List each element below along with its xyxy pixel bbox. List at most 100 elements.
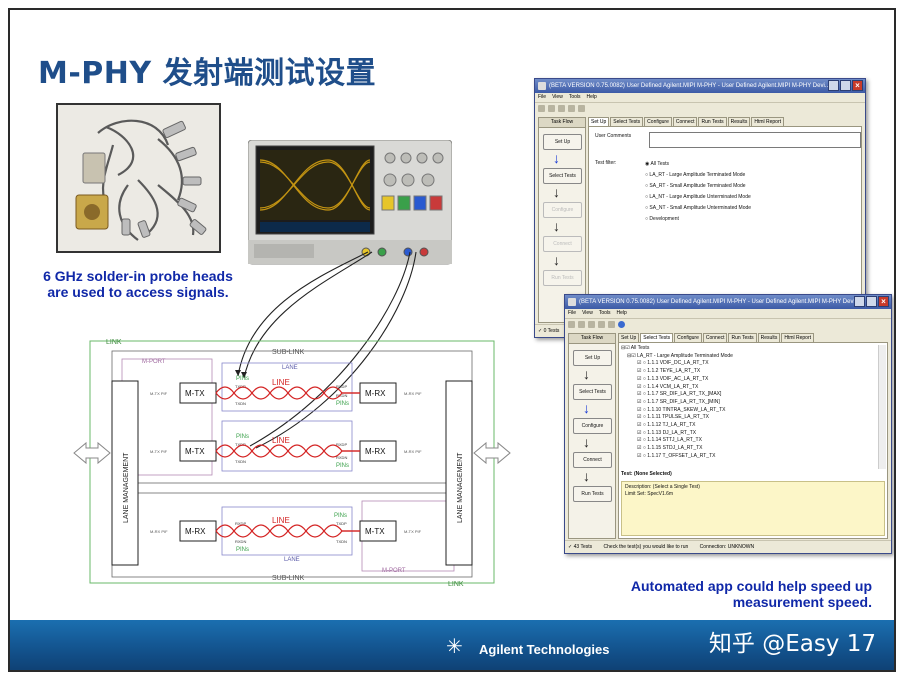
- maximize-icon[interactable]: [840, 80, 851, 91]
- slide-frame: M-PHY 发射端测试设置 6 GHz solder-in probe head…: [8, 8, 896, 672]
- help-icon[interactable]: [618, 321, 625, 328]
- task-setup-button[interactable]: Set Up: [573, 350, 612, 366]
- minimize-icon[interactable]: [828, 80, 839, 91]
- test-item[interactable]: ☑ ○ 1.1.11 TPULSE_LA_RT_TX: [621, 414, 877, 422]
- filter-development[interactable]: ○ Development: [645, 214, 751, 225]
- window-titlebar[interactable]: (BETA VERSION 0.75.0082) User Defined Ag…: [535, 79, 865, 93]
- checkbox-checked-icon[interactable]: ☑ ○: [637, 391, 648, 398]
- test-item[interactable]: ☑ ○ 1.1.7 SR_DIF_LA_RT_TX_[MAX]: [621, 391, 877, 399]
- task-select-tests-button[interactable]: Select Tests: [543, 168, 582, 184]
- task-run-tests-button[interactable]: Run Tests: [573, 486, 612, 502]
- task-flow-pane: Task Flow Set Up ↓ Select Tests ↓ Config…: [538, 117, 586, 323]
- menu-tools[interactable]: Tools: [598, 310, 611, 316]
- task-connect-button[interactable]: Connect: [573, 452, 612, 468]
- tab-select-tests[interactable]: Select Tests: [610, 117, 644, 126]
- m-port-label-bottom: M-PORT: [382, 568, 406, 574]
- print-icon[interactable]: [598, 321, 605, 328]
- checkbox-checked-icon[interactable]: ☑ ○: [637, 383, 648, 390]
- task-setup-button[interactable]: Set Up: [543, 134, 582, 150]
- test-tree[interactable]: ⊟☑ All Tests ⊟☑ LA_RT - Large Amplitude …: [621, 345, 877, 469]
- tab-setup[interactable]: Set Up: [618, 333, 640, 342]
- checkbox-checked-icon[interactable]: ☑ ○: [637, 375, 648, 382]
- lane-1-left-block: M-TX: [185, 389, 205, 398]
- task-connect-button[interactable]: Connect: [543, 236, 582, 252]
- test-item[interactable]: ☑ ○ 1.1.4 VCM_LA_RT_TX: [621, 384, 877, 392]
- menu-help[interactable]: Help: [616, 310, 627, 316]
- new-icon[interactable]: [538, 105, 545, 112]
- test-item[interactable]: ☑ ○ 1.1.2 TEYE_LA_RT_TX: [621, 368, 877, 376]
- test-item[interactable]: ☑ ○ 1.1.17 T_OFFSET_LA_RT_TX: [621, 453, 877, 461]
- tab-select-tests[interactable]: Select Tests: [640, 333, 674, 342]
- tab-configure[interactable]: Configure: [644, 117, 672, 126]
- test-item[interactable]: ☑ ○ 1.1.15 STDJ_LA_RT_TX: [621, 445, 877, 453]
- checkbox-checked-icon[interactable]: ☑ ○: [637, 452, 648, 459]
- checkbox-checked-icon[interactable]: ☑ ○: [637, 360, 648, 367]
- test-item[interactable]: ☑ ○ 1.1.7 SR_DIF_LA_RT_TX_[MIN]: [621, 399, 877, 407]
- tab-connect[interactable]: Connect: [672, 117, 698, 126]
- checkbox-checked-icon[interactable]: ⊟☑: [627, 352, 638, 359]
- checkbox-checked-icon[interactable]: ☑ ○: [637, 406, 648, 413]
- checkbox-checked-icon[interactable]: ☑ ○: [637, 422, 648, 429]
- close-icon[interactable]: ×: [852, 80, 863, 91]
- new-icon[interactable]: [568, 321, 575, 328]
- task-run-tests-button[interactable]: Run Tests: [543, 270, 582, 286]
- close-icon[interactable]: ×: [878, 296, 889, 307]
- minimize-icon[interactable]: [854, 296, 865, 307]
- run-icon[interactable]: [608, 321, 615, 328]
- checkbox-checked-icon[interactable]: ☑ ○: [637, 445, 648, 452]
- test-item[interactable]: ☑ ○ 1.1.3 VDIF_AC_LA_RT_TX: [621, 376, 877, 384]
- checkbox-checked-icon[interactable]: ☑ ○: [637, 429, 648, 436]
- tab-run-tests[interactable]: Run Tests: [698, 117, 727, 126]
- tree-scrollbar[interactable]: [878, 345, 886, 469]
- tab-html-report[interactable]: Html Report: [751, 117, 785, 126]
- save-icon[interactable]: [588, 321, 595, 328]
- lane-2-left-pins: PINs: [236, 434, 249, 440]
- checkbox-checked-icon[interactable]: ☑ ○: [637, 368, 648, 375]
- test-item[interactable]: ☑ ○ 1.1.1 VDIF_DC_LA_RT_TX: [621, 360, 877, 368]
- filter-all-tests[interactable]: ◉ All Tests: [645, 159, 751, 170]
- tree-root[interactable]: ⊟☑ All Tests: [621, 345, 877, 353]
- flow-arrow-icon: ↓: [553, 218, 560, 234]
- print-icon[interactable]: [568, 105, 575, 112]
- task-configure-button[interactable]: Configure: [573, 418, 612, 434]
- test-item[interactable]: ☑ ○ 1.1.10 TINTRA_SKEW_LA_RT_TX: [621, 407, 877, 415]
- menu-file[interactable]: File: [568, 310, 577, 316]
- tree-group[interactable]: ⊟☑ LA_RT - Large Amplitude Terminated Mo…: [621, 353, 877, 361]
- maximize-icon[interactable]: [866, 296, 877, 307]
- filter-label: LA_NT - Large Amplitude Unterminated Mod…: [649, 194, 751, 200]
- app-window-select-tests[interactable]: (BETA VERSION 0.75.0082) User Defined Ag…: [564, 294, 892, 554]
- window-titlebar[interactable]: (BETA VERSION 0.75.0082) User Defined Ag…: [565, 295, 891, 309]
- filter-la-nt[interactable]: ○ LA_NT - Large Amplitude Unterminated M…: [645, 192, 751, 203]
- checkbox-checked-icon[interactable]: ☑ ○: [637, 437, 648, 444]
- run-icon[interactable]: [578, 105, 585, 112]
- task-select-tests-button[interactable]: Select Tests: [573, 384, 612, 400]
- tab-results[interactable]: Results: [757, 333, 781, 342]
- tab-connect[interactable]: Connect: [702, 333, 728, 342]
- filter-label: LA_RT - Large Amplitude Terminated Mode: [649, 172, 746, 178]
- filter-la-rt[interactable]: ○ LA_RT - Large Amplitude Terminated Mod…: [645, 170, 751, 181]
- checkbox-checked-icon[interactable]: ⊟☑: [621, 345, 631, 351]
- user-comments-input[interactable]: [649, 132, 861, 148]
- open-icon[interactable]: [548, 105, 555, 112]
- checkbox-checked-icon[interactable]: ☑ ○: [637, 398, 648, 405]
- open-icon[interactable]: [578, 321, 585, 328]
- menu-file[interactable]: File: [538, 94, 547, 100]
- test-item[interactable]: ☑ ○ 1.1.13 DJ_LA_RT_TX: [621, 430, 877, 438]
- tab-html-report[interactable]: Html Report: [781, 333, 815, 342]
- tab-results[interactable]: Results: [727, 117, 751, 126]
- tab-configure[interactable]: Configure: [674, 333, 702, 342]
- checkbox-checked-icon[interactable]: ☑ ○: [637, 414, 648, 421]
- menu-view[interactable]: View: [582, 310, 593, 316]
- test-item[interactable]: ☑ ○ 1.1.14 STTJ_LA_RT_TX: [621, 437, 877, 445]
- menu-help[interactable]: Help: [586, 94, 597, 100]
- menu-view[interactable]: View: [552, 94, 563, 100]
- filter-sa-rt[interactable]: ○ SA_RT - Small Amplitude Terminated Mod…: [645, 181, 751, 192]
- tab-run-tests[interactable]: Run Tests: [728, 333, 757, 342]
- test-item[interactable]: ☑ ○ 1.1.12 TJ_LA_RT_TX: [621, 422, 877, 430]
- menu-tools[interactable]: Tools: [568, 94, 581, 100]
- lane-label-3: LANE: [284, 557, 300, 563]
- tab-setup[interactable]: Set Up: [588, 117, 610, 126]
- task-configure-button[interactable]: Configure: [543, 202, 582, 218]
- save-icon[interactable]: [558, 105, 565, 112]
- filter-sa-nt[interactable]: ○ SA_NT - Small Amplitude Unterminated M…: [645, 203, 751, 214]
